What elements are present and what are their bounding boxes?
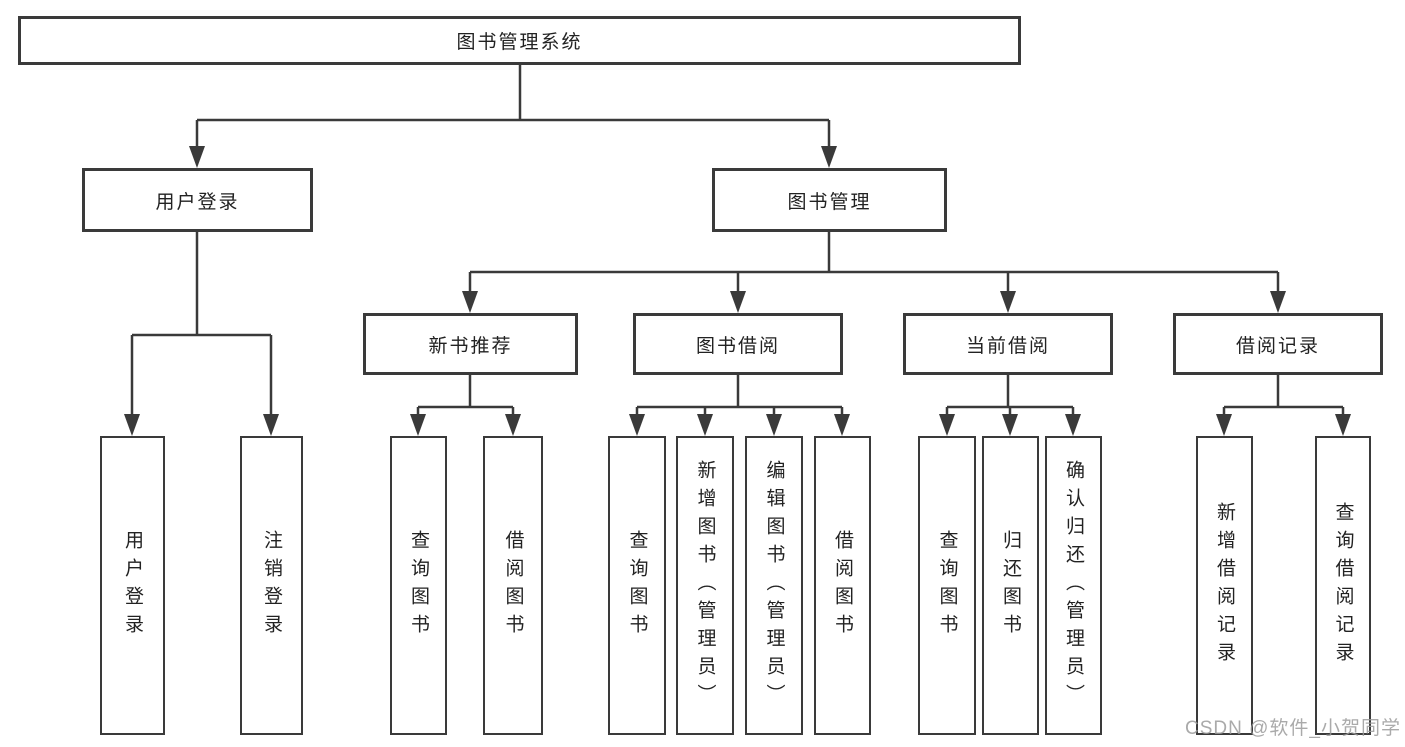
leaf-bb-edit-books-admin-label: 编辑图书（管理员） <box>763 459 785 712</box>
leaf-cb-confirm-return-admin: 确认归还（管理员） <box>1045 436 1102 735</box>
leaf-cb-query-books: 查询图书 <box>918 436 976 735</box>
leaf-nb-borrow-books: 借阅图书 <box>483 436 543 735</box>
leaf-nb-query-books: 查询图书 <box>390 436 447 735</box>
leaf-cb-return-books: 归还图书 <box>982 436 1039 735</box>
leaf-bb-edit-books-admin: 编辑图书（管理员） <box>745 436 803 735</box>
watermark: CSDN @软件_小贺同学 <box>1185 718 1401 739</box>
node-book-borrowing: 图书借阅 <box>633 313 843 375</box>
leaf-user-login: 用户登录 <box>100 436 165 735</box>
node-borrowing-records-label: 借阅记录 <box>1235 335 1320 357</box>
node-root-label: 图书管理系统 <box>456 32 583 53</box>
node-user-login: 用户登录 <box>82 168 313 232</box>
node-book-borrowing-label: 图书借阅 <box>695 335 780 357</box>
node-current-borrowing-label: 当前借阅 <box>965 335 1050 357</box>
leaf-cb-return-books-label: 归还图书 <box>1000 529 1021 642</box>
leaf-br-query-record: 查询借阅记录 <box>1315 436 1371 735</box>
leaf-br-query-record-label: 查询借阅记录 <box>1332 501 1354 670</box>
leaf-user-login-label: 用户登录 <box>122 529 143 642</box>
node-user-login-label: 用户登录 <box>155 191 240 213</box>
node-current-borrowing: 当前借阅 <box>903 313 1113 375</box>
leaf-cb-confirm-return-admin-label: 确认归还（管理员） <box>1063 459 1084 712</box>
leaf-nb-borrow-books-label: 借阅图书 <box>502 529 524 642</box>
leaf-cb-query-books-label: 查询图书 <box>936 529 958 642</box>
leaf-nb-query-books-label: 查询图书 <box>408 529 429 642</box>
leaf-br-add-record-label: 新增借阅记录 <box>1214 501 1235 670</box>
leaf-bb-add-books-admin: 新增图书（管理员） <box>676 436 734 735</box>
leaf-bb-query-books-label: 查询图书 <box>626 529 648 642</box>
leaf-bb-add-books-admin-label: 新增图书（管理员） <box>694 459 716 712</box>
node-new-book-recommend-label: 新书推荐 <box>428 335 513 357</box>
leaf-bb-borrow-books: 借阅图书 <box>814 436 871 735</box>
node-new-book-recommend: 新书推荐 <box>363 313 578 375</box>
node-book-management: 图书管理 <box>712 168 947 232</box>
leaf-bb-query-books: 查询图书 <box>608 436 666 735</box>
leaf-bb-borrow-books-label: 借阅图书 <box>832 529 853 642</box>
leaf-logout: 注销登录 <box>240 436 303 735</box>
arrowheads <box>124 146 1351 436</box>
leaf-br-add-record: 新增借阅记录 <box>1196 436 1253 735</box>
node-book-management-label: 图书管理 <box>787 191 872 213</box>
leaf-logout-label: 注销登录 <box>261 529 282 642</box>
node-root: 图书管理系统 <box>18 16 1021 65</box>
node-borrowing-records: 借阅记录 <box>1173 313 1383 375</box>
